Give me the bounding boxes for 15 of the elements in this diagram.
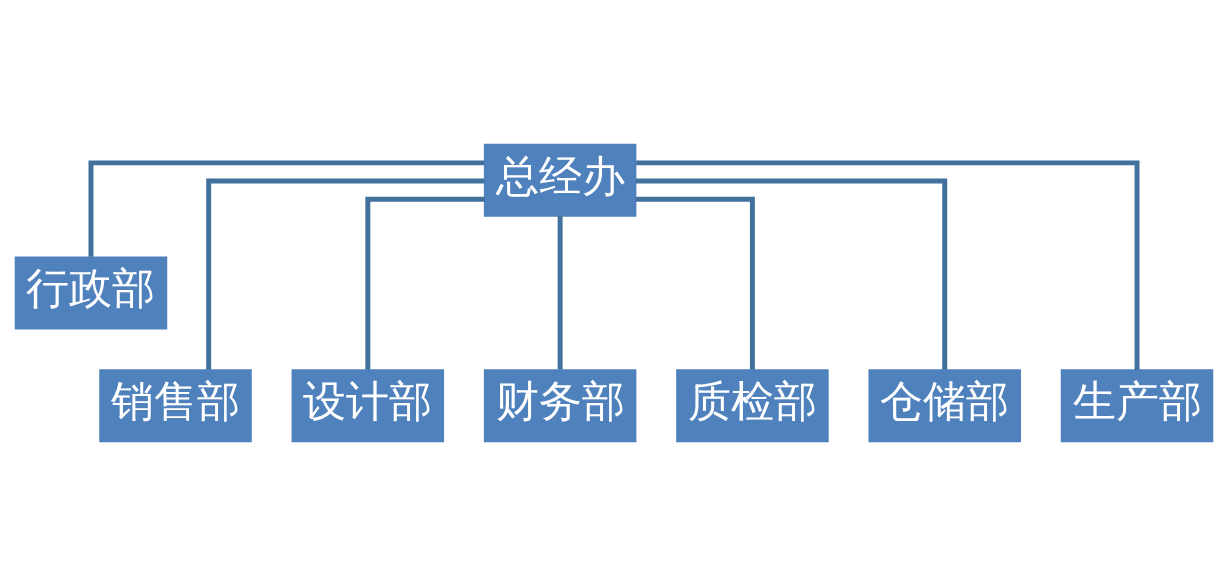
connector — [206, 178, 485, 370]
connector — [88, 160, 485, 257]
connector — [635, 178, 948, 370]
connector — [365, 196, 485, 370]
node-box: 总经办 — [483, 143, 637, 217]
node-box: 行政部 — [14, 256, 168, 330]
node-box: 财务部 — [483, 369, 637, 443]
node-box: 质检部 — [676, 369, 829, 443]
node-box: 设计部 — [291, 369, 445, 443]
node-box: 销售部 — [99, 369, 252, 443]
connector — [635, 196, 755, 370]
connector — [636, 160, 1140, 370]
node-box: 生产部 — [1060, 369, 1214, 443]
node-box: 仓储部 — [868, 369, 1021, 443]
connector — [557, 216, 563, 370]
